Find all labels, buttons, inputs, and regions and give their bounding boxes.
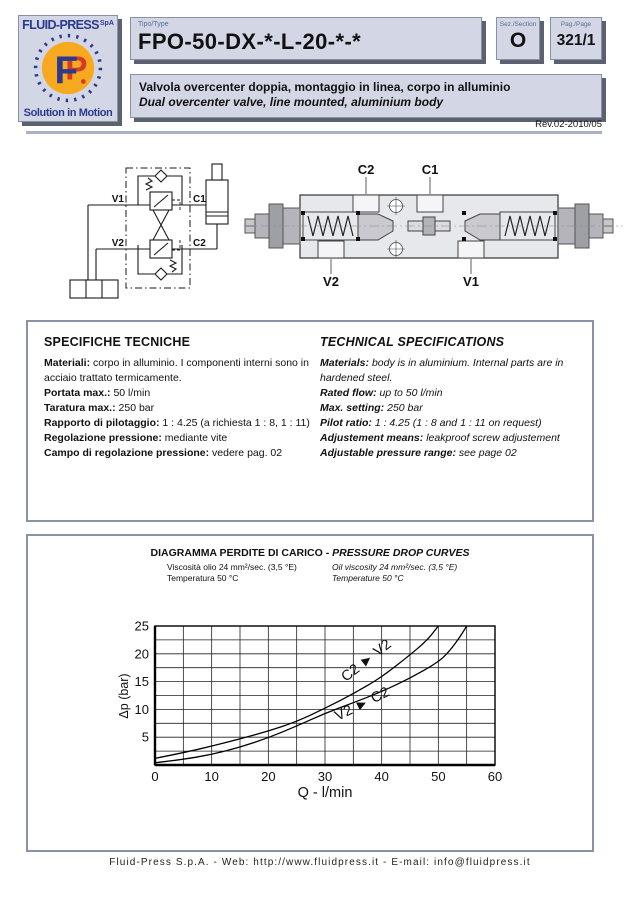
svg-text:60: 60 xyxy=(488,769,502,784)
section-port-v2: V2 xyxy=(323,274,339,289)
page-box: Pag./Page 321/1 xyxy=(550,17,602,60)
specs-italian-title: SPECIFICHE TECNICHE xyxy=(44,335,191,349)
svg-text:5: 5 xyxy=(142,730,149,745)
svg-text:F: F xyxy=(55,49,79,92)
svg-text:10: 10 xyxy=(204,769,218,784)
chart-x-axis-label: Q - l/min xyxy=(298,785,353,801)
valve-cross-section-drawing: C2 C1 V2 V1 xyxy=(243,162,623,289)
svg-text:0: 0 xyxy=(151,769,158,784)
page-label: Pag./Page xyxy=(560,21,592,28)
fluid-press-monogram-icon: P F xyxy=(33,33,103,103)
spec-item: Rapporto di pilotaggio: 1 : 4.25 (a rich… xyxy=(44,417,310,429)
svg-text:15: 15 xyxy=(135,674,149,689)
svg-text:10: 10 xyxy=(135,702,149,717)
description-box: Valvola overcenter doppia, montaggio in … xyxy=(130,74,602,118)
curve-label-c2-v2: C2 ► V2 xyxy=(338,636,394,685)
svg-text:40: 40 xyxy=(374,769,388,784)
schematic-port-c2: C2 xyxy=(193,238,206,249)
spec-item: Campo di regolazione pressione: vedere p… xyxy=(44,447,283,459)
specs-english-column: TECHNICAL SPECIFICATIONS Materials: body… xyxy=(320,335,582,461)
section-port-c1: C1 xyxy=(422,162,439,177)
section-box: Sez./Section O xyxy=(496,17,540,60)
spec-item: Max. setting: 250 bar xyxy=(320,402,423,414)
specs-english-title: TECHNICAL SPECIFICATIONS xyxy=(320,335,505,349)
section-label: Sez./Section xyxy=(499,21,537,28)
pressure-drop-panel: DIAGRAMMA PERDITE DI CARICO - PRESSURE D… xyxy=(26,534,594,852)
spec-item: Materials: body is in aluminium. Interna… xyxy=(320,357,564,384)
chart-curves xyxy=(154,625,468,764)
spec-item: Pilot ratio: 1 : 4.25 (1 : 8 and 1 : 11 … xyxy=(320,417,542,429)
spec-item: Regolazione pressione: mediante vite xyxy=(44,432,228,444)
svg-text:20: 20 xyxy=(135,646,149,661)
section-port-c2: C2 xyxy=(358,162,375,177)
specifications-panel: SPECIFICHE TECNICHE Materiali: corpo in … xyxy=(26,320,594,522)
pressure-drop-chart: 0 10 20 30 40 50 60 5 10 15 20 25 C2 ► V2 V2 ► C2 Q… xyxy=(117,619,503,802)
description-italian: Valvola overcenter doppia, montaggio in … xyxy=(139,80,511,94)
section-port-v1: V1 xyxy=(463,274,479,289)
svg-text:50: 50 xyxy=(431,769,445,784)
svg-text:P: P xyxy=(65,51,87,88)
schematic-port-c1: C1 xyxy=(193,194,206,205)
svg-text:30: 30 xyxy=(318,769,332,784)
chart-subtitle-italian: Viscosità olio 24 mm²/sec. (3,5 °E) Temp… xyxy=(167,562,297,583)
specs-italian-list: Materiali: corpo in alluminio. I compone… xyxy=(44,356,314,461)
chart-subtitle-english: Oil viscosity 24 mm²/sec. (3,5 °E) Tempe… xyxy=(332,562,458,583)
svg-text:20: 20 xyxy=(261,769,275,784)
chart-title: DIAGRAMMA PERDITE DI CARICO - PRESSURE D… xyxy=(150,547,470,559)
chart-grid xyxy=(153,625,496,767)
spec-item: Adjustable pressure range: see page 02 xyxy=(320,447,517,459)
logo-brand: FLUID-PRESSSpA xyxy=(22,18,114,32)
type-label: Tipo/Type xyxy=(138,21,169,28)
hydraulic-schematic-diagram: V1 C1 V2 C2 xyxy=(69,163,229,299)
logo-suffix: SpA xyxy=(99,20,114,27)
curve-label-v2-c2: V2 ► C2 xyxy=(332,684,392,724)
spec-item: Portata max.: 50 l/min xyxy=(44,387,151,399)
schematic-port-v1: V1 xyxy=(112,194,125,205)
spec-item: Materiali: corpo in alluminio. I compone… xyxy=(44,357,309,384)
chart-y-axis-label: Δp (bar) xyxy=(117,673,131,718)
footer-contact-line: Fluid-Press S.p.A. - Web: http://www.flu… xyxy=(109,857,531,868)
chart-ticks: 0 10 20 30 40 50 60 5 10 15 20 25 xyxy=(135,619,503,785)
svg-text:25: 25 xyxy=(135,619,149,634)
spec-item: Rated flow: up to 50 l/min xyxy=(320,387,443,399)
logo-tagline: Solution in Motion xyxy=(23,107,113,119)
type-box: Tipo/Type FPO-50-DX-*-L-20-*-* xyxy=(130,17,482,60)
page-number: 321/1 xyxy=(556,32,596,49)
fluid-press-logo: FLUID-PRESSSpA P F Solution in Motion xyxy=(18,15,118,122)
model-code: FPO-50-DX-*-L-20-*-* xyxy=(138,29,362,54)
spec-item: Taratura max.: 250 bar xyxy=(44,402,155,414)
description-english: Dual overcenter valve, line mounted, alu… xyxy=(139,95,444,109)
revision-label: Rev.02-2010/05 xyxy=(535,119,602,130)
header-separator xyxy=(26,131,602,134)
specs-english-list: Materials: body is in aluminium. Interna… xyxy=(320,356,582,461)
spec-item: Adjustement means: leakproof screw adjus… xyxy=(320,432,560,444)
section-value: O xyxy=(509,29,527,52)
specs-italian-column: SPECIFICHE TECNICHE Materiali: corpo in … xyxy=(44,335,314,461)
schematic-port-v2: V2 xyxy=(112,238,125,249)
